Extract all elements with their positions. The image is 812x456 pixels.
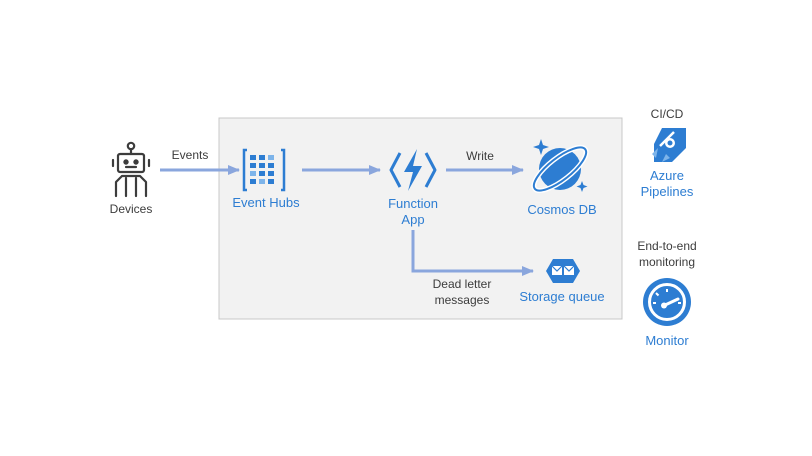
monitor-gauge-icon — [643, 278, 691, 326]
devices-label: Devices — [109, 202, 153, 216]
write-label: Write — [466, 149, 494, 163]
cosmos-db-icon — [531, 139, 589, 194]
monitoring-label: End-to-end monitoring — [637, 239, 697, 269]
cosmos-db-label: Cosmos DB — [527, 202, 597, 217]
cicd-label: CI/CD — [650, 107, 684, 121]
event-hubs-label: Event Hubs — [232, 195, 300, 210]
function-app-icon — [389, 149, 437, 191]
events-label: Events — [171, 148, 209, 162]
azure-pipelines-icon — [652, 128, 686, 162]
dead-letter-label: Dead letter messages — [432, 277, 492, 307]
storage-queue-icon — [546, 259, 580, 283]
function-app-label: Function App — [388, 196, 438, 227]
storage-queue-label: Storage queue — [519, 289, 605, 304]
monitor-label: Monitor — [645, 333, 689, 348]
azure-pipelines-label: Azure Pipelines — [640, 168, 694, 199]
robot-icon — [111, 141, 151, 198]
event-hubs-icon — [242, 148, 286, 192]
dead-letter-arrow — [411, 230, 534, 276]
